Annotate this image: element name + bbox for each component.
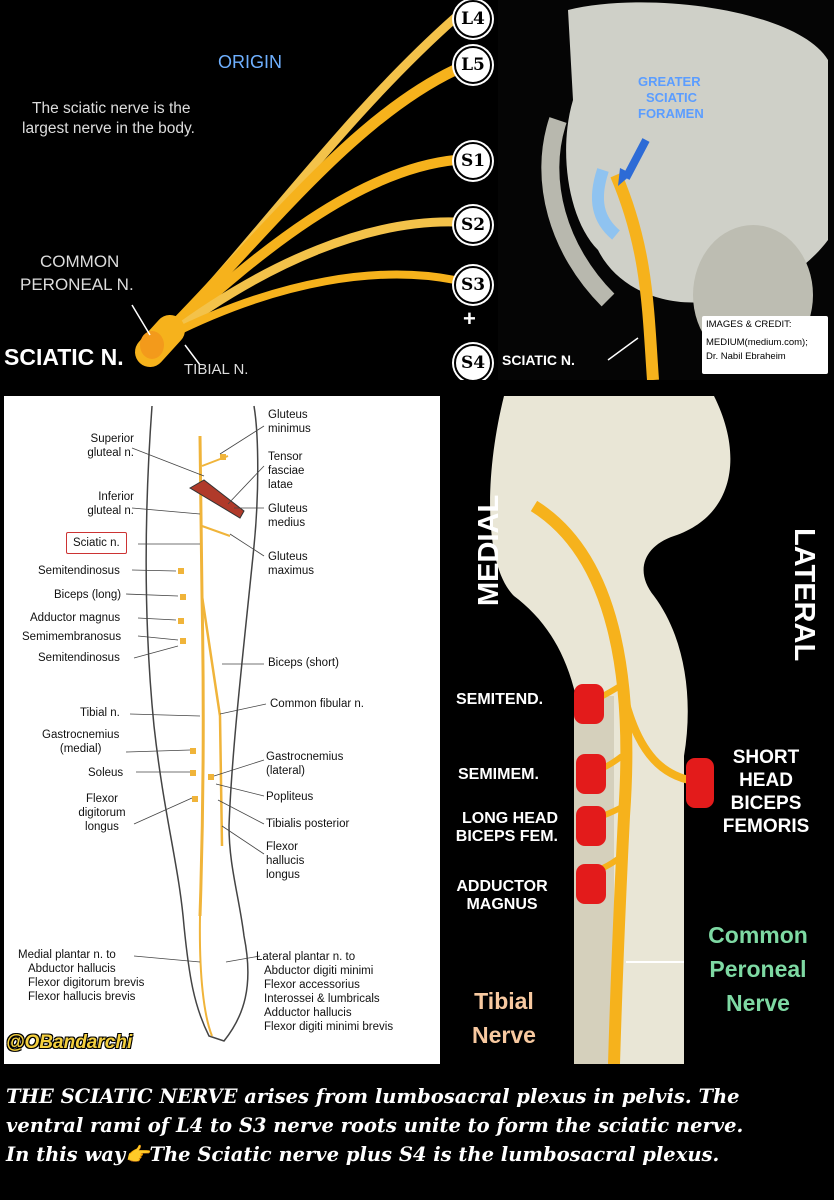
credit-line-1: IMAGES & CREDIT: <box>706 319 792 330</box>
popliteus-label: Popliteus <box>266 791 314 803</box>
root-s2: S2 <box>454 206 492 244</box>
branches-panel: MEDIAL LATERAL SEMITEND. SEMIMEM. LONG H… <box>444 396 834 1064</box>
foramen-label-1: GREATER <box>638 74 701 89</box>
sciatic-label-2: SCIATIC N. <box>502 352 575 368</box>
gastrocnemius-medial-label: Gastrocnemius(medial) <box>42 729 120 755</box>
lateral-plantar-label: Lateral plantar n. to Abductor digiti mi… <box>256 951 394 1033</box>
medial-plantar-label: Medial plantar n. to Abductor hallucis F… <box>18 949 145 1003</box>
foramen-label-2: SCIATIC <box>646 90 698 105</box>
origin-panel: ORIGIN The sciatic nerve is the largest … <box>0 0 494 380</box>
tibial-label: TIBIAL N. <box>184 361 249 378</box>
plus-sign: + <box>463 306 476 331</box>
root-l5: L5 <box>454 46 492 84</box>
leg-nerve-illustration <box>125 405 267 1042</box>
semimem-pad <box>576 754 606 794</box>
long-head-pad <box>576 806 606 846</box>
root-s3: S3 <box>454 266 492 304</box>
origin-title: ORIGIN <box>218 52 283 72</box>
foramen-panel: GREATER SCIATIC FORAMEN SCIATIC N. IMAGE… <box>498 0 834 380</box>
caption-line-2: ventral rami of L4 to S3 nerve roots uni… <box>6 1114 744 1137</box>
caption-line-1: THE SCIATIC NERVE arises from lumbosacra… <box>6 1085 740 1108</box>
common-peroneal-label-1: COMMON <box>40 252 120 271</box>
semitend-label: SEMITEND. <box>456 691 544 708</box>
caption-line-3: In this way👉The Sciatic nerve plus S4 is… <box>6 1143 720 1166</box>
pointing-hand-icon: 👉 <box>125 1143 150 1166</box>
medial-label-box: MEDIAL <box>449 495 505 676</box>
short-head-pad <box>686 758 714 808</box>
lateral-label: LATERAL <box>788 528 820 662</box>
credit-box: IMAGES & CREDIT: MEDIUM(medium.com); Dr.… <box>702 316 828 374</box>
root-l4: L4 <box>454 0 492 38</box>
tibialis-posterior-label: Tibialis posterior <box>266 818 350 830</box>
semitendinosus-label-1: Semitendinosus <box>38 565 120 577</box>
credit-line-2: MEDIUM(medium.com); <box>706 337 808 348</box>
root-s1: S1 <box>454 142 492 180</box>
caption: THE SCIATIC NERVE arises from lumbosacra… <box>0 1074 834 1200</box>
common-peroneal-label-2: PERONEAL N. <box>20 275 134 294</box>
adductor-magnus-label: Adductor magnus <box>30 612 121 624</box>
semimembranosus-label: Semimembranosus <box>22 631 122 643</box>
root-s4: S4 <box>454 344 492 380</box>
intro-line-2: largest nerve in the body. <box>22 120 195 137</box>
semimem-label: SEMIMEM. <box>458 766 539 783</box>
semitend-pad <box>574 684 604 724</box>
semitendinosus-label-2: Semitendinosus <box>38 652 120 664</box>
gastrocnemius-lateral-label: Gastrocnemius(lateral) <box>266 751 344 777</box>
foramen-label-3: FORAMEN <box>638 106 704 121</box>
adductor-pad <box>576 864 606 904</box>
medial-label: MEDIAL <box>473 494 505 606</box>
author-watermark: @OBandarchi <box>6 1032 133 1053</box>
sciatic-box-label: Sciatic n. <box>66 532 127 554</box>
biceps-long-label: Biceps (long) <box>54 589 122 601</box>
intro-line-1: The sciatic nerve is the <box>32 100 191 117</box>
lateral-label-box: LATERAL <box>784 528 824 688</box>
biceps-short-label: Biceps (short) <box>268 657 339 669</box>
nerve-roots-illustration <box>131 13 461 367</box>
sciatic-label: SCIATIC N. <box>4 344 124 370</box>
soleus-label: Soleus <box>88 767 124 779</box>
credit-line-3: Dr. Nabil Ebraheim <box>706 351 786 362</box>
common-fibular-label: Common fibular n. <box>270 698 364 710</box>
tibial-n-label: Tibial n. <box>80 707 120 719</box>
